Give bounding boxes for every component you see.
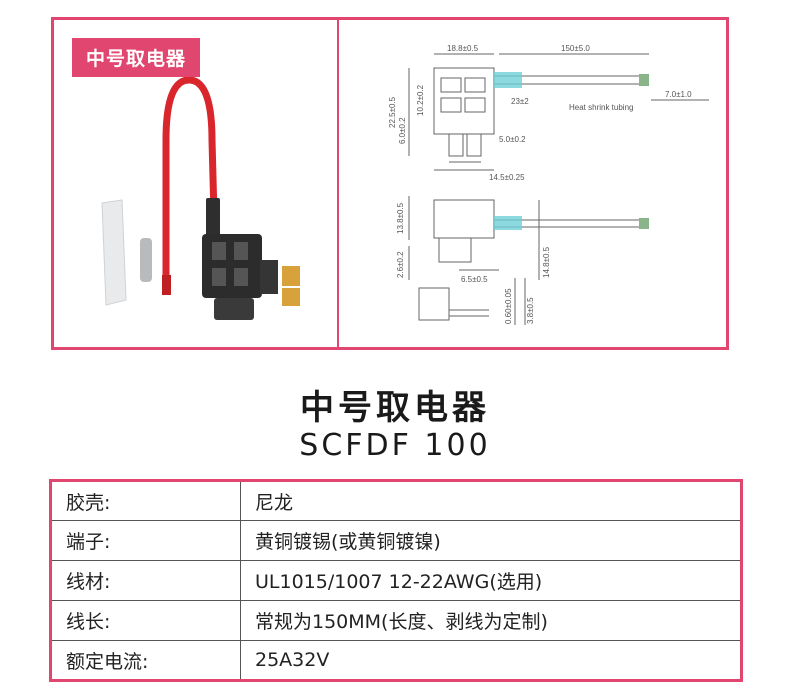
dim-height-a: 10.2±0.2	[416, 84, 425, 116]
spec-key: 端子:	[50, 520, 241, 561]
crimp-terminal	[140, 238, 152, 282]
dim-blade-width: 14.5±0.25	[489, 173, 525, 182]
table-row: 线长: 常规为150MM(长度、剥线为定制)	[50, 600, 742, 641]
product-badge: 中号取电器	[72, 38, 201, 77]
dim-cable-len: 150±5.0	[561, 44, 590, 53]
dim-strip: 7.0±1.0	[665, 90, 692, 99]
table-row: 胶壳: 尼龙	[50, 480, 742, 521]
spec-key: 额定电流:	[50, 640, 241, 681]
product-photo-panel: 中号取电器	[54, 20, 339, 347]
dim-side-w: 6.5±0.5	[461, 275, 488, 284]
spec-value: UL1015/1007 12-22AWG(选用)	[240, 560, 742, 601]
dim-small-a: 0.60±0.05	[504, 288, 513, 324]
dim-blade-gap: 5.0±0.2	[499, 135, 526, 144]
product-model: SCFDF 100	[299, 428, 491, 463]
product-photo	[101, 76, 300, 320]
spec-value: 常规为150MM(长度、剥线为定制)	[240, 600, 742, 641]
product-title: 中号取电器	[300, 388, 490, 428]
dim-height-total: 22.5±0.5	[388, 96, 397, 128]
spec-value: 尼龙	[240, 480, 742, 521]
red-wire	[162, 76, 218, 259]
heat-shrink	[206, 198, 220, 236]
dim-side-h: 13.8±0.5	[396, 202, 405, 234]
table-row: 额定电流: 25A32V	[50, 640, 742, 681]
technical-drawing: 18.8±0.5 150±5.0 7.0±1.0 23±2 Heat shrin…	[388, 44, 709, 325]
insulation-sleeve	[101, 199, 127, 306]
spec-table: 胶壳: 尼龙 端子: 黄铜镀锡(或黄铜镀镍) 线材: UL1015/1007 1…	[49, 479, 743, 682]
spec-value: 25A32V	[240, 640, 742, 681]
blade-terminal	[282, 266, 300, 286]
spec-key: 胶壳:	[50, 480, 241, 521]
dim-top-width: 18.8±0.5	[447, 44, 479, 53]
table-row: 端子: 黄铜镀锡(或黄铜镀镍)	[50, 520, 742, 561]
dim-side-b: 2.6±0.2	[396, 251, 405, 278]
heat-shrink-label: Heat shrink tubing	[569, 103, 633, 112]
table-row: 线材: UL1015/1007 12-22AWG(选用)	[50, 560, 742, 601]
spec-key: 线长:	[50, 600, 241, 641]
technical-drawing-panel: 18.8±0.5 150±5.0 7.0±1.0 23±2 Heat shrin…	[339, 20, 726, 347]
product-image-frame: 中号取电器	[51, 17, 729, 350]
spec-key: 线材:	[50, 560, 241, 601]
dim-small-b: 3.8±0.5	[526, 297, 535, 324]
dim-side-total: 14.8±0.5	[542, 246, 551, 278]
dim-height-b: 6.0±0.2	[398, 117, 407, 144]
dim-offset: 23±2	[511, 97, 529, 106]
spec-value: 黄铜镀锡(或黄铜镀镍)	[240, 520, 742, 561]
fuse-tap-body	[202, 234, 278, 320]
